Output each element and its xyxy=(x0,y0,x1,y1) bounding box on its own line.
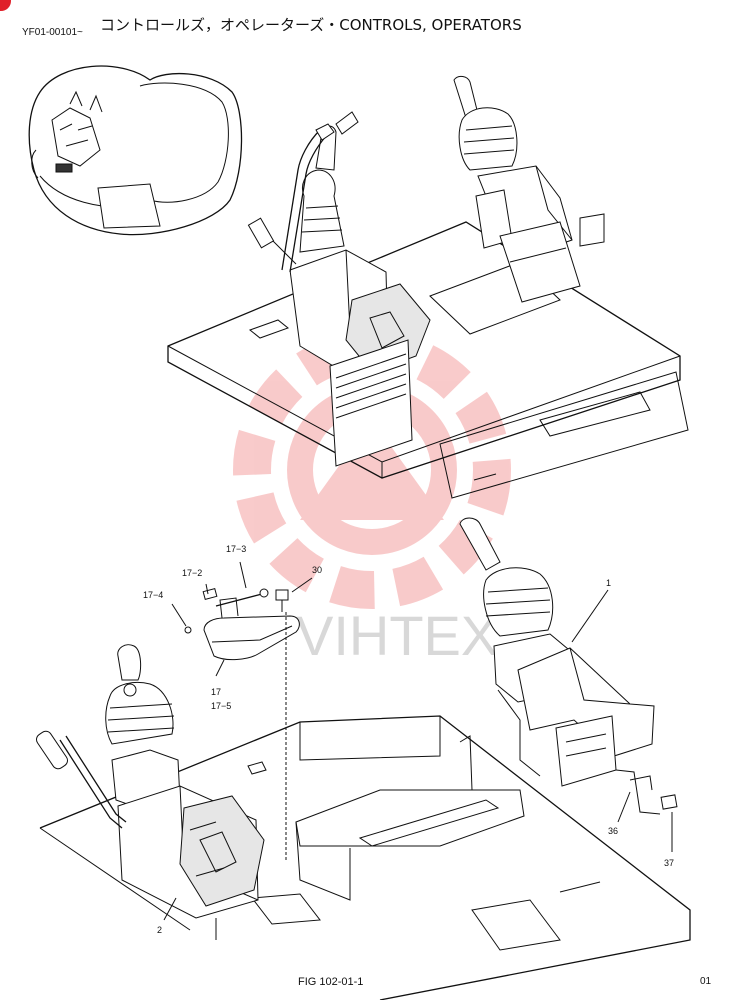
callout-17-4: 17−4 xyxy=(143,590,163,600)
part-2-left-console xyxy=(36,644,265,940)
corner-mark xyxy=(0,0,11,11)
part-17-bracket-group xyxy=(184,587,300,860)
part-1-right-console xyxy=(459,517,678,815)
serial-range: YF01-00101~ xyxy=(22,27,83,38)
callout-30: 30 xyxy=(312,565,322,575)
callout-17-3: 17−3 xyxy=(226,544,246,554)
page-title: コントロールズ，オペレーターズ・CONTROLS, OPERATORS xyxy=(100,16,522,34)
leader-lines xyxy=(163,561,673,921)
cab-overview-inset xyxy=(28,65,243,236)
upper-left-console xyxy=(247,111,431,467)
upper-floor-plate xyxy=(167,221,689,499)
callout-2: 2 xyxy=(157,925,162,935)
callout-17: 17 xyxy=(211,687,221,697)
callout-1: 1 xyxy=(606,578,611,588)
upper-right-console xyxy=(453,75,605,303)
lower-floor-plate xyxy=(39,715,691,1000)
callout-36: 36 xyxy=(608,826,618,836)
callout-17-2: 17−2 xyxy=(182,568,202,578)
callout-17-5: 17−5 xyxy=(211,701,231,711)
page-number: 01 xyxy=(700,976,712,987)
figure-number: FIG 102-01-1 xyxy=(298,976,364,988)
callout-37: 37 xyxy=(664,858,674,868)
watermark-text: VIHTEX xyxy=(296,604,498,667)
